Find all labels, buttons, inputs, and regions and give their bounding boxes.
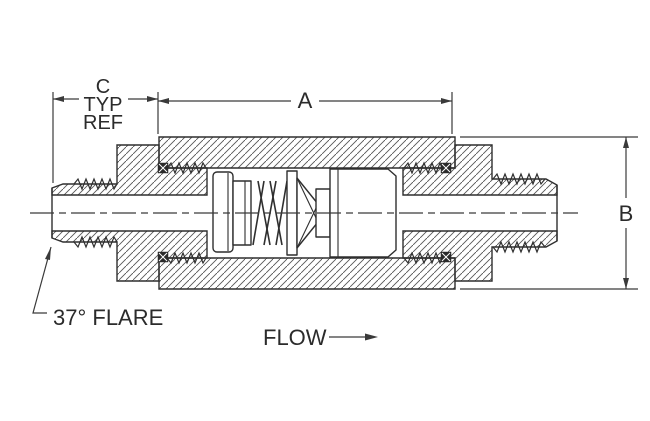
left-fitting xyxy=(51,144,208,282)
o-ring-left-top xyxy=(157,162,169,174)
dim-c-left-arrowhead xyxy=(53,96,64,102)
dim-a-left-arrowhead xyxy=(158,98,169,104)
flare-leader-line xyxy=(32,246,52,314)
o-ring-right-top xyxy=(440,162,452,174)
right-internal-thread-bottom xyxy=(403,251,443,265)
dim-c-right-arrowhead xyxy=(147,96,158,102)
dimension-b: B xyxy=(460,136,638,290)
right-internal-thread-top xyxy=(403,161,443,175)
o-ring-right-bottom xyxy=(440,251,452,263)
dim-b-label: B xyxy=(619,201,634,226)
flow-arrow-head xyxy=(365,333,378,341)
dim-a-right-arrowhead xyxy=(441,98,452,104)
right-external-thread-bottom xyxy=(492,240,546,254)
o-ring-seals xyxy=(157,162,452,263)
left-internal-thread-bottom xyxy=(166,251,207,265)
dim-c-typ-label: TYP xyxy=(84,94,123,116)
flow-label: FLOW xyxy=(263,325,327,350)
thread-lines xyxy=(73,161,546,265)
left-internal-thread-top xyxy=(166,161,207,175)
left-fitting-lower-section xyxy=(51,230,208,282)
left-external-thread-bottom xyxy=(73,235,118,249)
dim-c-label: C xyxy=(96,76,110,98)
dim-a-label: A xyxy=(298,88,313,113)
dimension-a: A xyxy=(157,88,453,134)
poppet-piston-disc xyxy=(212,171,234,253)
left-fitting-upper-section xyxy=(51,144,208,196)
o-ring-left-bottom xyxy=(157,251,169,263)
dim-b-top-arrowhead xyxy=(623,137,629,148)
dimension-c: C TYP REF xyxy=(52,76,158,183)
dim-c-ref-label: REF xyxy=(83,112,123,134)
flow-indicator: FLOW xyxy=(263,325,378,350)
flare-leader-arrowhead xyxy=(45,247,51,260)
flare-note: 37° FLARE xyxy=(53,305,163,330)
dim-b-bottom-arrowhead xyxy=(623,278,629,289)
right-external-thread-top xyxy=(492,172,546,186)
left-external-thread-top xyxy=(73,177,118,191)
flare-callout: 37° FLARE xyxy=(32,246,163,330)
